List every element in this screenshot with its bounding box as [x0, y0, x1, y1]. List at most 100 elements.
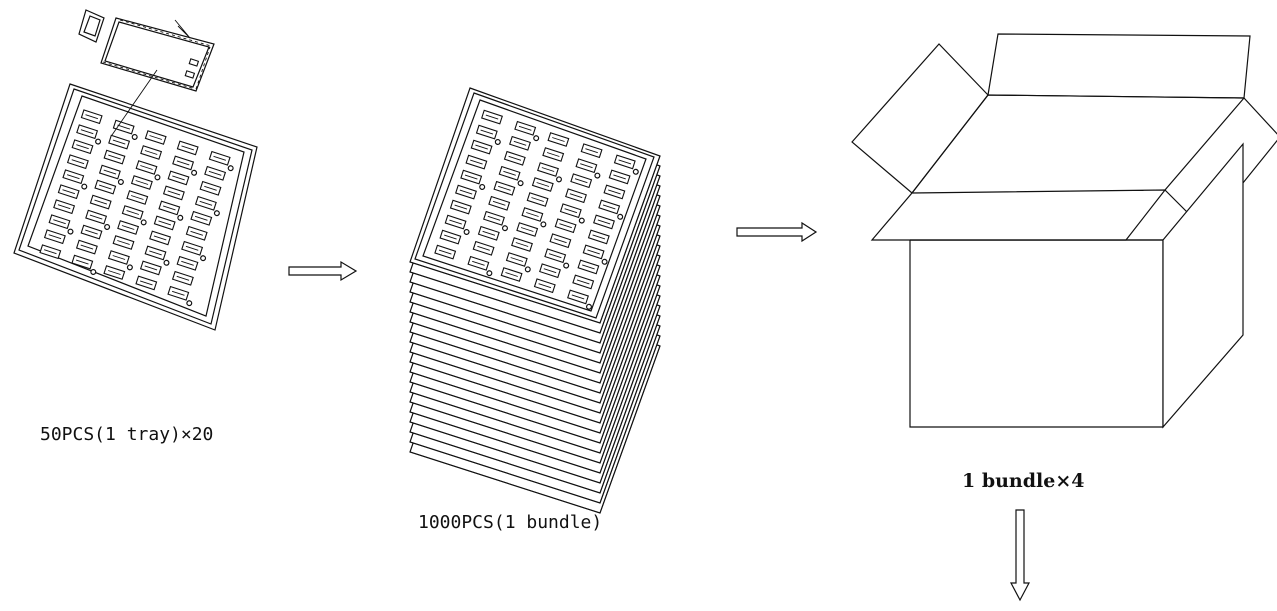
tray-slot — [158, 200, 184, 221]
tray-slot — [76, 124, 102, 145]
tray-slot — [149, 230, 172, 246]
tray-slot — [603, 184, 626, 200]
tray-slot — [85, 209, 111, 230]
tray-slot — [80, 109, 103, 125]
tray-slot — [153, 215, 176, 231]
tray-slot — [167, 285, 193, 307]
tray-slot — [126, 190, 149, 205]
tray-slot — [488, 195, 511, 211]
tray-slot — [493, 180, 516, 196]
tray-slot — [71, 139, 94, 155]
tray-slot — [500, 267, 523, 282]
tray-slot — [135, 275, 158, 291]
tray-slot — [598, 199, 624, 220]
tray-slot — [71, 254, 97, 275]
tray-cells — [434, 109, 639, 310]
tray-slot — [199, 180, 222, 196]
tray-slot — [580, 143, 603, 159]
tray-slot — [470, 139, 493, 155]
tray-slot — [62, 169, 88, 190]
tray-slot — [103, 149, 126, 165]
tray-cells — [39, 109, 234, 307]
tray-slot — [176, 255, 199, 271]
tray-slot — [547, 132, 570, 147]
tray-slot — [542, 147, 565, 162]
tray-slot — [460, 169, 486, 190]
tray-slot — [140, 145, 163, 160]
tray-slot — [505, 252, 531, 273]
tray-slot — [204, 165, 227, 181]
tray-slot — [130, 175, 153, 190]
tray-stack — [409, 87, 661, 514]
single-tray — [13, 83, 258, 331]
arrow-down-icon — [1010, 509, 1030, 602]
tray-slot — [444, 214, 470, 235]
tray-slot — [117, 220, 140, 235]
tray-slot — [472, 240, 495, 256]
tray-slot — [549, 233, 572, 249]
tray-slot — [509, 135, 531, 151]
tray-slot — [537, 162, 562, 183]
tray-slot — [53, 199, 76, 215]
tray-slot — [43, 229, 66, 245]
tray-slot — [185, 225, 208, 241]
tray-slot — [575, 158, 601, 179]
tray-slot — [593, 214, 615, 230]
tray-slot — [135, 160, 161, 181]
tray-slot — [467, 255, 493, 277]
carton-box — [851, 33, 1277, 429]
tray-slot — [194, 195, 220, 217]
tray-slot — [526, 192, 549, 207]
tray-slot — [572, 274, 595, 290]
tray-slot — [514, 120, 540, 142]
tray-slot — [531, 177, 554, 192]
tray-slot — [208, 150, 234, 172]
tray-slot — [66, 154, 89, 170]
tray-slot — [439, 229, 462, 245]
tray-slot — [98, 164, 124, 185]
tray-slot — [144, 130, 167, 145]
tray-slot — [39, 244, 62, 260]
tray-caption: 50PCS(1 tray)×20 — [40, 424, 214, 445]
tray-slot — [544, 248, 570, 269]
tray-slot — [587, 229, 610, 245]
tray-slot — [449, 199, 472, 215]
tray-slot — [434, 244, 457, 260]
arrow-right-icon — [288, 260, 358, 282]
tray-slot — [171, 270, 194, 286]
tray-slot — [139, 260, 162, 276]
tray-slot — [498, 165, 524, 187]
tray-slot — [57, 184, 80, 200]
tray-slot — [112, 119, 138, 140]
tray-slot — [516, 222, 539, 237]
tray-slot — [613, 154, 639, 175]
tray-slot — [181, 240, 207, 262]
tray-slot — [554, 218, 577, 234]
tray-slot — [144, 245, 170, 266]
tray-slot — [577, 259, 600, 275]
tray-slot — [521, 207, 547, 228]
tray-slot — [481, 109, 503, 125]
arrow-right-icon — [736, 221, 818, 243]
tray-slot — [176, 140, 199, 156]
tray-slot — [172, 155, 198, 176]
tray-slot — [559, 203, 585, 224]
tray-slot — [112, 235, 135, 250]
tray-slot — [582, 244, 608, 265]
tray-slot — [48, 214, 74, 235]
tray-slot — [503, 150, 526, 166]
tray-slot — [107, 250, 133, 271]
carton-caption: 1 bundle×4 — [962, 470, 1085, 492]
tray-slot — [608, 169, 631, 185]
tray-slot — [108, 134, 131, 150]
tray-slot — [465, 154, 488, 170]
wifi-module — [78, 9, 215, 136]
tray-slot — [167, 170, 190, 186]
tray-slot — [475, 124, 501, 145]
tray-slot — [162, 185, 185, 201]
bundle-caption: 1000PCS(1 bundle) — [418, 512, 603, 533]
tray-slot — [190, 210, 213, 226]
tray-slot — [477, 225, 500, 241]
